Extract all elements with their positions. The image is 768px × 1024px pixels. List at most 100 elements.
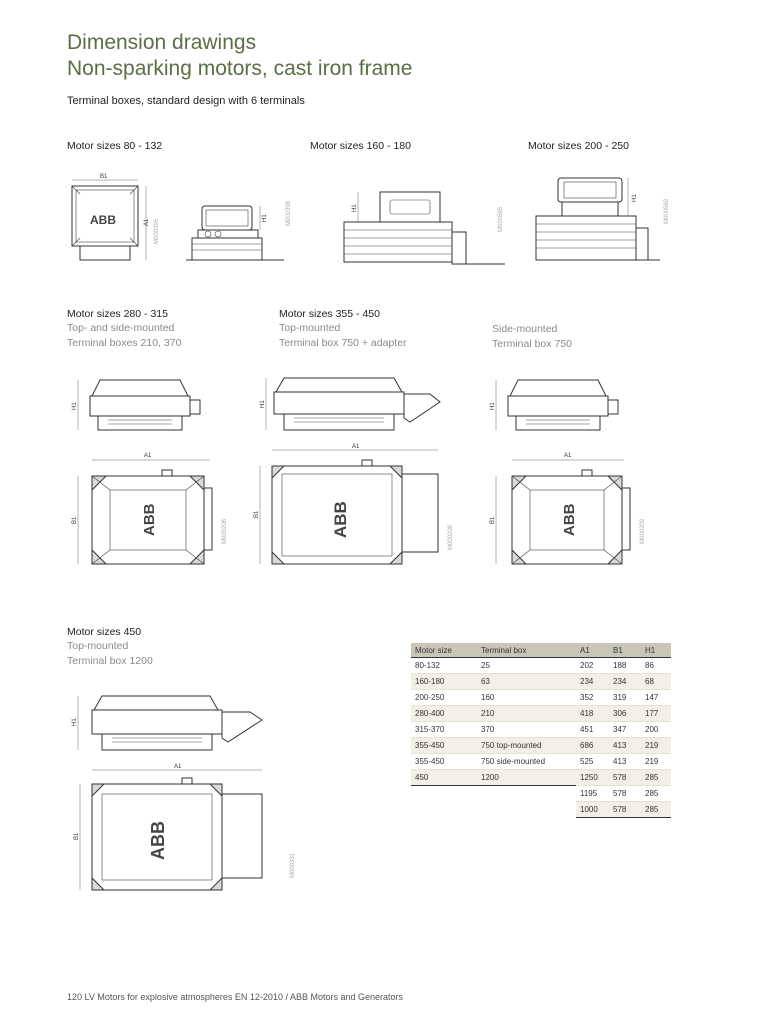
svg-text:H1: H1 [490, 402, 496, 410]
svg-text:ABB: ABB [561, 503, 578, 536]
cell-motor-size: 80-132 [411, 657, 477, 674]
svg-text:A1: A1 [174, 764, 182, 770]
section-label-450: Motor sizes 450 [67, 626, 142, 638]
svg-text:B1: B1 [490, 516, 496, 524]
section-355-450-mounting: Top-mounted [279, 322, 341, 334]
drawing-side-mounted-side: H1 [486, 376, 636, 436]
cell-h1: 200 [641, 721, 671, 738]
cell-h1: 285 [641, 801, 671, 818]
svg-text:ABB: ABB [331, 501, 350, 538]
cell-h1: 147 [641, 689, 671, 706]
cell-b1: 578 [609, 801, 641, 818]
section-label-355-450: Motor sizes 355 - 450 [279, 308, 380, 320]
cell-a1: 1250 [576, 769, 609, 786]
col-header-terminal-box: Terminal box [477, 643, 576, 658]
cell-h1: 177 [641, 705, 671, 722]
svg-text:M000331: M000331 [290, 852, 296, 878]
cell-terminal-box: 750 top-mounted [477, 737, 576, 754]
cell-terminal-box: 160 [477, 689, 576, 706]
cell-b1: 347 [609, 721, 641, 738]
table-row: 1000 578 285 [411, 801, 671, 818]
drawing-450-side: H1 [68, 692, 268, 756]
svg-text:A1: A1 [144, 218, 150, 226]
cell-terminal-box: 63 [477, 673, 576, 690]
cell-a1: 202 [576, 657, 609, 674]
cell-motor-size: 200-250 [411, 689, 477, 706]
cell-motor-size: 160-180 [411, 673, 477, 690]
svg-text:B1: B1 [254, 510, 260, 518]
svg-text:ABB: ABB [90, 213, 116, 227]
section-280-315-boxes: Terminal boxes 210, 370 [67, 337, 182, 349]
cell-terminal-box: 370 [477, 721, 576, 738]
section-280-315-mounting: Top- and side-mounted [67, 322, 175, 334]
cell-b1: 578 [609, 769, 641, 786]
page-title: Dimension drawings [67, 31, 257, 54]
page-subtitle: Non-sparking motors, cast iron frame [67, 57, 413, 80]
col-header-b1: B1 [609, 643, 641, 658]
section-450-mounting: Top-mounted [67, 640, 129, 652]
drawing-80-132-side: H1 M000398 [184, 192, 304, 264]
cell-a1: 525 [576, 753, 609, 770]
drawing-280-315-top: A1 B1 ABB M000206 [66, 448, 236, 572]
svg-text:H1: H1 [632, 194, 638, 202]
table-row: 450 1200 1250 578 285 [411, 769, 671, 786]
svg-text:B1: B1 [72, 516, 78, 524]
cell-a1: 1000 [576, 801, 609, 818]
cell-b1: 306 [609, 705, 641, 722]
table-row: 355-450 750 top-mounted 686 413 219 [411, 737, 671, 754]
drawing-355-450-side: H1 [258, 374, 448, 436]
svg-text:M000206: M000206 [448, 524, 454, 550]
drawing-450-top: A1 B1 ABB M000331 [66, 760, 306, 896]
svg-text:M000209: M000209 [640, 518, 646, 544]
drawing-355-450-top: A1 B1 ABB M000206 [248, 440, 458, 570]
col-header-motor-size: Motor size [411, 643, 477, 658]
table-row: 160-180 63 234 234 68 [411, 673, 671, 690]
cell-terminal-box: 750 side-mounted [477, 753, 576, 770]
drawing-280-315-side: H1 [68, 376, 218, 436]
table-row: 280-400 210 418 306 177 [411, 705, 671, 722]
section-label-280-315: Motor sizes 280 - 315 [67, 308, 168, 320]
cell-motor-size: 450 [411, 769, 477, 786]
svg-text:ABB: ABB [148, 821, 168, 860]
table-header-row: Motor size Terminal box A1 B1 H1 [411, 643, 671, 658]
section-450-box: Terminal box 1200 [67, 655, 153, 667]
svg-text:ABB: ABB [141, 503, 158, 536]
cell-a1: 234 [576, 673, 609, 690]
table-row: 315-370 370 451 347 200 [411, 721, 671, 738]
table-row: 80-132 25 202 188 86 [411, 657, 671, 674]
cell-h1: 285 [641, 785, 671, 802]
section-side-mounted-box: Terminal box 750 [492, 338, 572, 350]
cell-h1: 68 [641, 673, 671, 690]
svg-text:H1: H1 [72, 402, 78, 410]
cell-b1: 578 [609, 785, 641, 802]
cell-b1: 319 [609, 689, 641, 706]
cell-a1: 451 [576, 721, 609, 738]
svg-text:A1: A1 [564, 453, 572, 459]
cell-terminal-box: 210 [477, 705, 576, 722]
drawing-80-132-front: B1 ABB A1 M000395 [66, 174, 161, 266]
dimension-table-wrapper: Motor size Terminal box A1 B1 H1 80-132 … [411, 643, 671, 818]
svg-text:M000395: M000395 [154, 218, 160, 244]
svg-text:H1: H1 [260, 400, 266, 408]
table-row: 200-250 160 352 319 147 [411, 689, 671, 706]
svg-text:B1: B1 [74, 832, 80, 840]
svg-text:B1: B1 [100, 174, 108, 180]
cell-motor-size: 355-450 [411, 737, 477, 754]
page-description: Terminal boxes, standard design with 6 t… [67, 95, 305, 107]
section-label-80-132: Motor sizes 80 - 132 [67, 140, 163, 152]
svg-text:M000565: M000565 [498, 206, 504, 232]
cell-motor-size: 280-400 [411, 705, 477, 722]
section-label-200-250: Motor sizes 200 - 250 [528, 140, 629, 152]
cell-a1: 352 [576, 689, 609, 706]
dimension-table: Motor size Terminal box A1 B1 H1 80-132 … [411, 643, 671, 818]
cell-motor-size: 355-450 [411, 753, 477, 770]
cell-b1: 413 [609, 737, 641, 754]
cell-terminal-box: 25 [477, 657, 576, 674]
col-header-a1: A1 [576, 643, 609, 658]
cell-h1: 285 [641, 769, 671, 786]
section-side-mounted: Side-mounted [492, 323, 558, 335]
svg-text:H1: H1 [352, 204, 358, 212]
cell-a1: 418 [576, 705, 609, 722]
svg-text:M000398: M000398 [286, 200, 292, 226]
svg-text:M000569: M000569 [664, 198, 670, 224]
